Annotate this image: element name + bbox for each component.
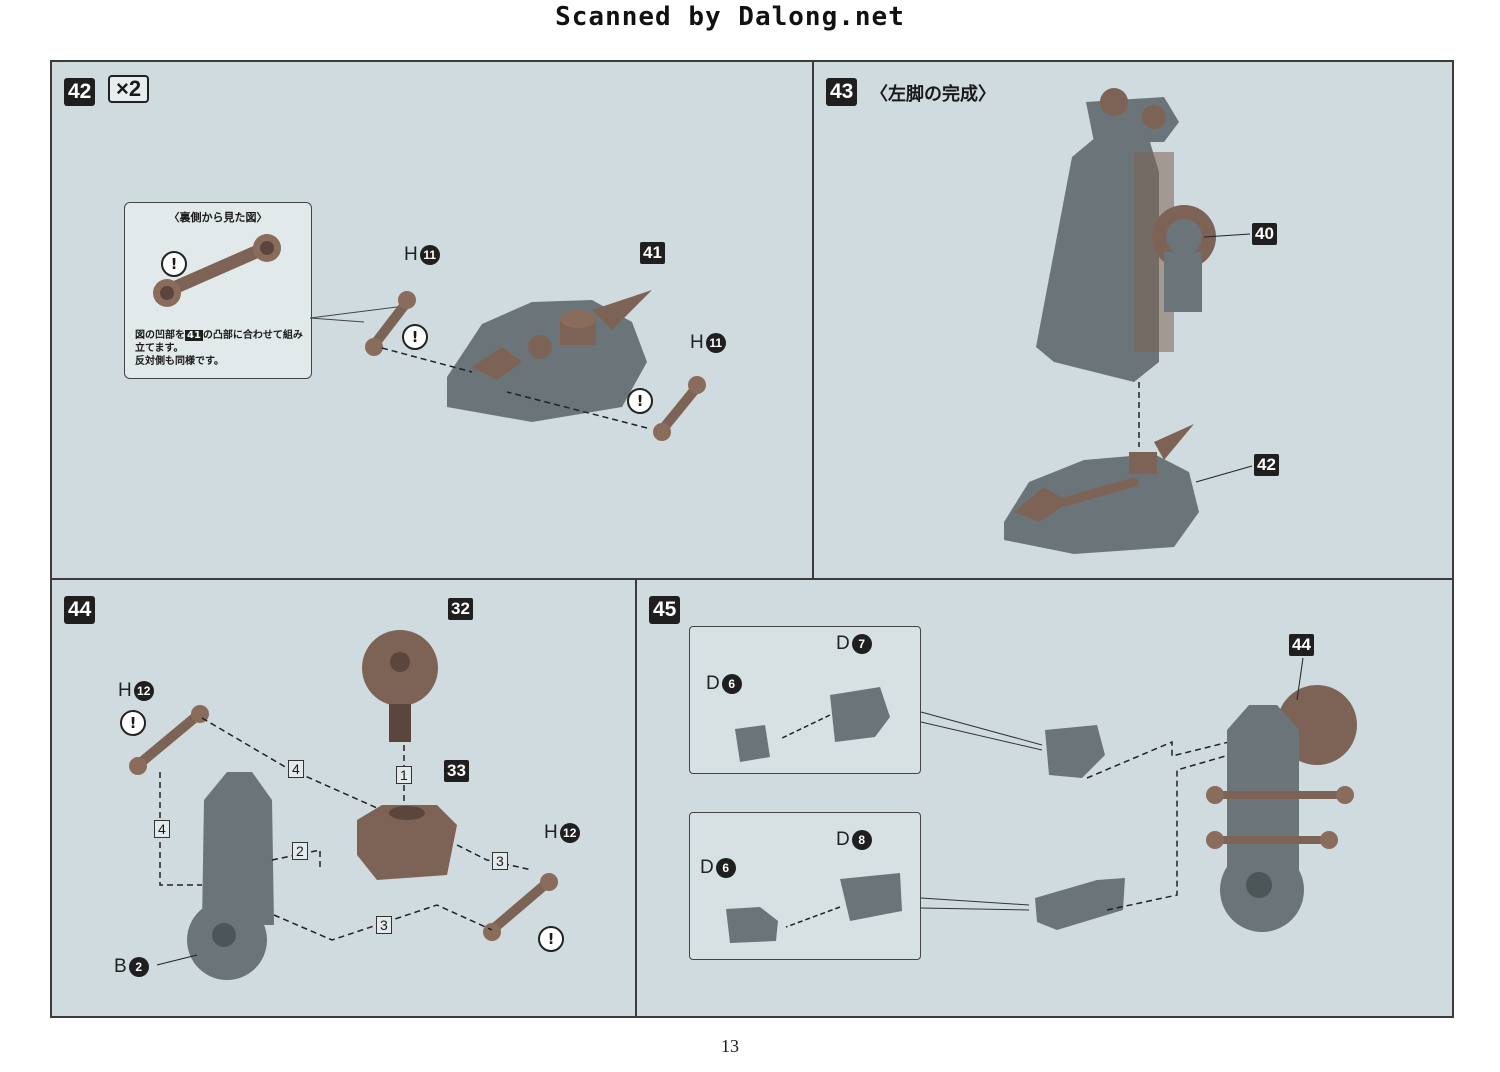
runner-number: 6: [715, 858, 736, 878]
runner-number: 11: [705, 333, 726, 353]
runner-letter: D: [700, 857, 714, 878]
sequence-label: 1: [396, 766, 412, 784]
part-ref-44: 44: [1289, 634, 1314, 656]
sub-assembly-top-illustration: [735, 687, 890, 762]
runner-letter: H: [404, 244, 418, 265]
runner-number: 7: [851, 634, 872, 654]
note-text-1: 図の凹部を: [135, 330, 185, 341]
runner-letter: D: [836, 829, 850, 850]
detail-illustration: [153, 234, 281, 307]
part-ref-40: 40: [1252, 223, 1277, 245]
scan-header: Scanned by Dalong.net: [555, 2, 905, 32]
step-44-illustration: [129, 630, 558, 980]
part-ref-33: 33: [444, 760, 469, 782]
sequence-label: 4: [154, 820, 170, 838]
step-42-illustration: [309, 290, 706, 441]
runner-number: 11: [419, 245, 440, 265]
runner-letter: D: [706, 673, 720, 694]
sequence-label: 2: [292, 842, 308, 860]
quantity-multiplier: ×2: [108, 75, 150, 103]
step-title: 〈左脚の完成〉: [870, 84, 996, 105]
sequence-label: 3: [376, 916, 392, 934]
step-43-illustration: [1004, 88, 1253, 554]
runner-number: 2: [128, 957, 149, 977]
runner-letter: H: [544, 822, 558, 843]
step-number: 43: [826, 78, 858, 106]
note-text-3: 反対側も同様です。: [135, 356, 224, 367]
runner-number: 12: [559, 823, 580, 843]
detail-title: 〈裏側から見た図〉: [168, 211, 268, 224]
note-part-ref: 41: [185, 330, 203, 341]
runner-number: 12: [133, 681, 154, 701]
warning-icon: !: [402, 324, 428, 350]
part-ref-42: 42: [1254, 454, 1279, 476]
runner-letter: H: [118, 680, 132, 701]
step-number: 44: [64, 596, 96, 624]
sequence-label: 4: [288, 760, 304, 778]
sub-assembly-bottom-illustration: [726, 873, 902, 943]
warning-icon: !: [538, 926, 564, 952]
runner-letter: B: [114, 956, 127, 977]
runner-letter: D: [836, 633, 850, 654]
part-ref-32: 32: [448, 598, 473, 620]
part-ref-41: 41: [640, 242, 665, 264]
note-text-2: の凸部に合わせて組み立てます。: [135, 330, 303, 354]
warning-icon: !: [627, 388, 653, 414]
runner-number: 8: [851, 830, 872, 850]
warning-icon: !: [161, 251, 187, 277]
page-number: 13: [721, 1036, 739, 1056]
step-43-panel: 43 〈左脚の完成〉 40 42: [812, 60, 1454, 580]
sequence-label: 3: [492, 852, 508, 870]
runner-letter: H: [690, 332, 704, 353]
step-45-illustration: [920, 657, 1357, 932]
step-number: 45: [649, 596, 681, 624]
runner-number: 6: [721, 674, 742, 694]
step-number: 42: [64, 78, 96, 106]
warning-icon: !: [120, 710, 146, 736]
